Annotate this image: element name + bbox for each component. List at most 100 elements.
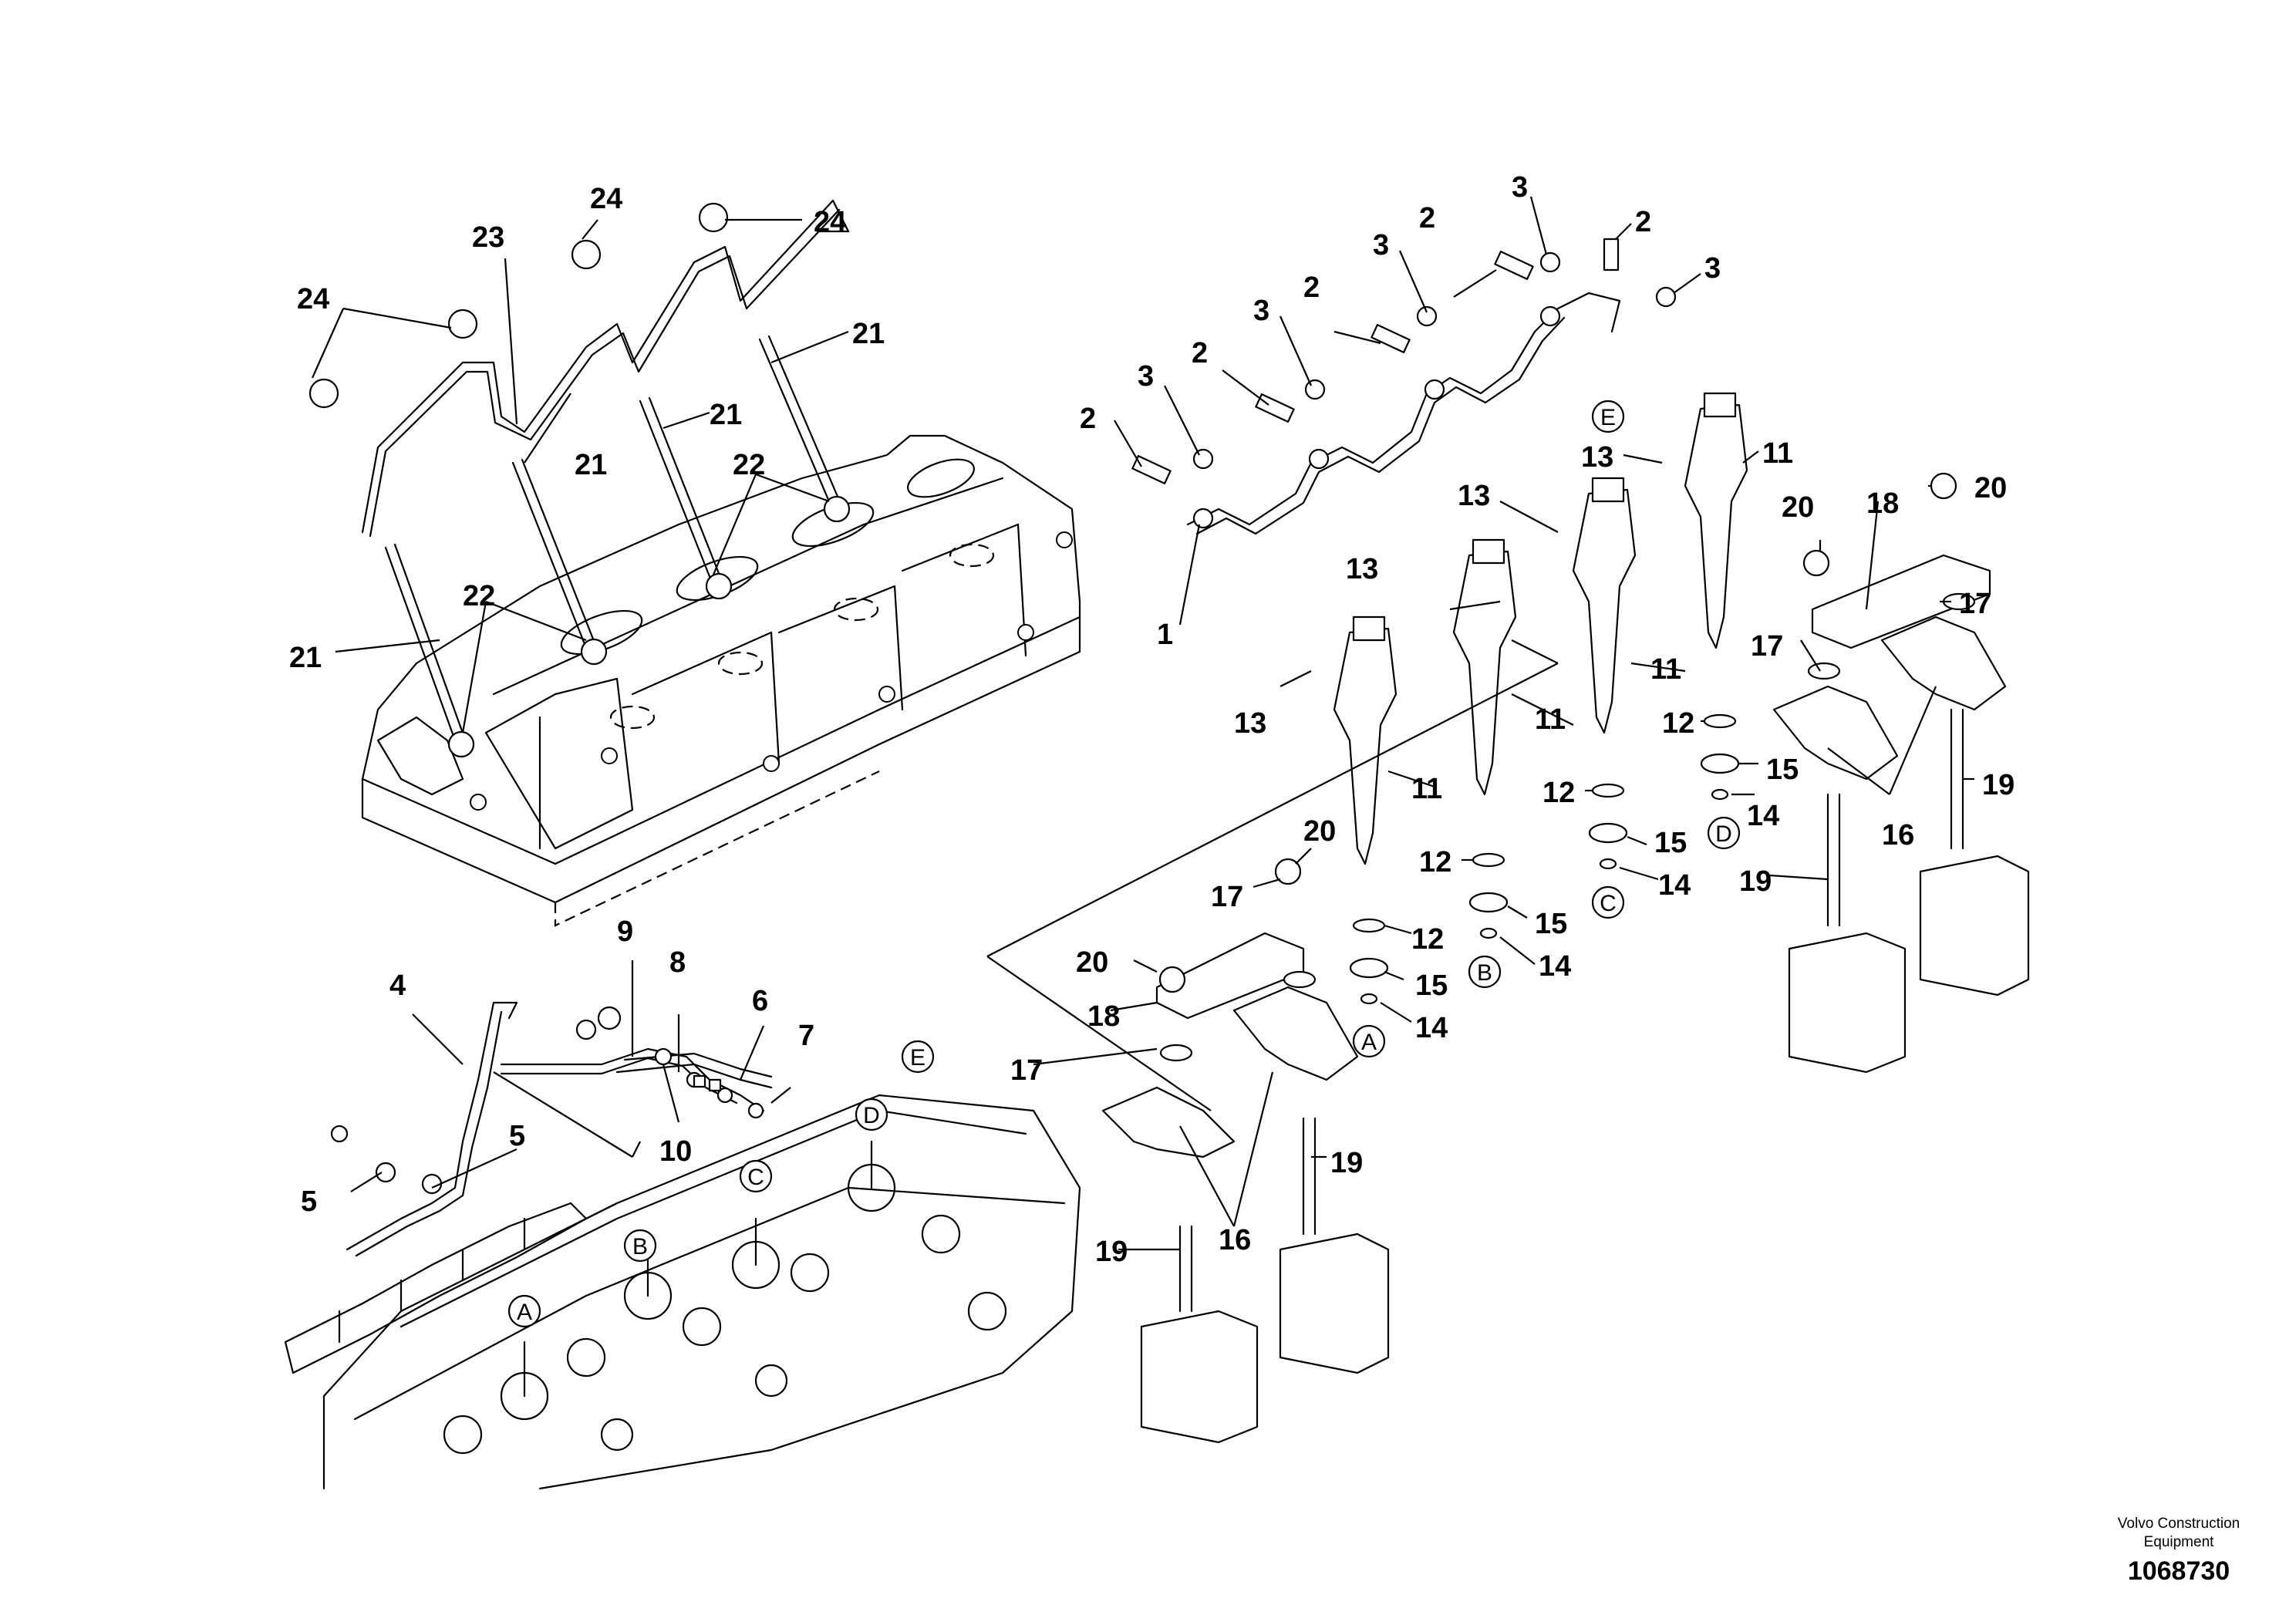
injector-seals [1349,713,1740,1005]
ref-D1 [1707,816,1741,850]
callout-2e: 2 [1635,206,1651,238]
callout-24c: 24 [814,206,846,238]
ref-B1 [1468,955,1502,989]
callout-5b: 5 [509,1120,525,1152]
callout-5a: 5 [301,1185,317,1218]
callout-15a: 15 [1415,969,1448,1002]
assembly-frame [493,639,1559,1158]
callout-22b: 22 [733,449,765,481]
callout-21b: 21 [575,449,607,481]
callout-14a: 14 [1415,1012,1448,1044]
callout-12a: 12 [1411,923,1444,956]
ref-B1-label: B [1477,960,1492,986]
ref-C1 [1591,885,1625,919]
callout-20d: 20 [1974,472,2007,504]
callout-15b: 15 [1535,908,1567,940]
callout-11d: 11 [1762,437,1793,470]
callout-24b: 24 [590,183,622,215]
injector-clamps [1101,472,2030,1444]
ref-D2 [855,1098,888,1131]
callout-21d: 21 [852,318,885,350]
callout-15c: 15 [1654,827,1687,859]
ref-C1-label: C [1600,891,1617,916]
callout-3d: 3 [1512,171,1528,204]
callout-18b: 18 [1866,487,1899,520]
common-rail [284,1001,765,1374]
ref-D2-label: D [863,1103,880,1128]
callout-13d: 13 [1581,441,1613,474]
ref-A1-label: A [1361,1030,1377,1055]
callout-12d: 12 [1662,707,1694,740]
callout-18a: 18 [1087,1000,1120,1033]
callout-15d: 15 [1766,754,1799,786]
callout-9: 9 [617,916,633,948]
ref-E1-label: E [1600,405,1616,430]
callout-11a: 11 [1411,773,1442,805]
callouts: 1 2 2 2 2 2 3 3 3 3 3 4 5 5 6 7 8 9 10 1… [289,171,2014,1268]
reference-letters: A B C D E A B C D E [507,400,1741,1328]
callout-16b: 16 [1882,819,1914,851]
ref-A1 [1352,1024,1386,1058]
callout-20c: 20 [1782,491,1814,524]
callout-19c: 19 [1739,865,1772,898]
callout-6: 6 [752,985,768,1017]
callout-13a: 13 [1234,707,1266,740]
ref-E2 [901,1040,935,1074]
fuel-pipe-1 [1186,292,1621,535]
glow-plug-busbar [308,199,850,538]
callout-2b: 2 [1192,337,1208,369]
glow-plugs [384,335,851,758]
callout-19a: 19 [1095,1236,1128,1268]
ref-E1 [1591,400,1625,433]
cylinder-head [322,1094,1081,1490]
brand-line-1: Volvo Construction [2117,1516,2240,1532]
brand-line-2: Equipment [2143,1534,2214,1550]
callout-14b: 14 [1539,950,1571,983]
callout-10: 10 [659,1135,692,1168]
ref-B2-label: B [632,1234,648,1259]
document-number: 1068730 [2127,1556,2230,1586]
callout-21a: 21 [289,642,322,674]
ref-C2 [739,1159,773,1193]
ref-B2 [623,1229,657,1263]
ref-C2-label: C [747,1165,764,1190]
ref-A2-label: A [517,1300,532,1325]
callout-8: 8 [669,946,686,979]
injectors [1333,392,1748,865]
callout-14d: 14 [1747,800,1779,832]
callout-16a: 16 [1219,1224,1251,1256]
callout-11b: 11 [1535,703,1566,736]
callout-19b: 19 [1330,1147,1363,1179]
callout-7: 7 [798,1020,814,1052]
callout-3b: 3 [1253,295,1269,327]
callout-13c: 13 [1458,480,1490,512]
callout-4: 4 [389,969,406,1002]
callout-13b: 13 [1346,553,1378,585]
leader-lines [311,196,1974,1251]
callout-12b: 12 [1419,846,1451,878]
callout-17d: 17 [1959,588,1991,620]
callout-2a: 2 [1080,403,1096,435]
callout-3e: 3 [1704,252,1721,285]
callout-1: 1 [1157,619,1173,651]
brand-label: Volvo Construction Equipment [2082,1515,2275,1552]
callout-3a: 3 [1138,360,1154,393]
leak-off-line [597,1006,773,1092]
callout-24a: 24 [297,283,329,315]
callout-14c: 14 [1658,869,1691,902]
callout-21c: 21 [710,399,742,431]
ref-A2 [507,1294,541,1328]
valve-cover [361,434,1081,927]
callout-23: 23 [472,221,504,254]
callout-3c: 3 [1373,229,1389,261]
callout-2c: 2 [1303,271,1320,304]
callout-2d: 2 [1419,202,1435,234]
callout-17a: 17 [1010,1054,1043,1087]
callout-11c: 11 [1650,653,1681,686]
ref-E2-label: E [910,1045,925,1071]
callout-20a: 20 [1076,946,1108,979]
callout-22a: 22 [463,580,495,612]
callout-12c: 12 [1542,777,1575,809]
callout-20b: 20 [1303,815,1336,848]
